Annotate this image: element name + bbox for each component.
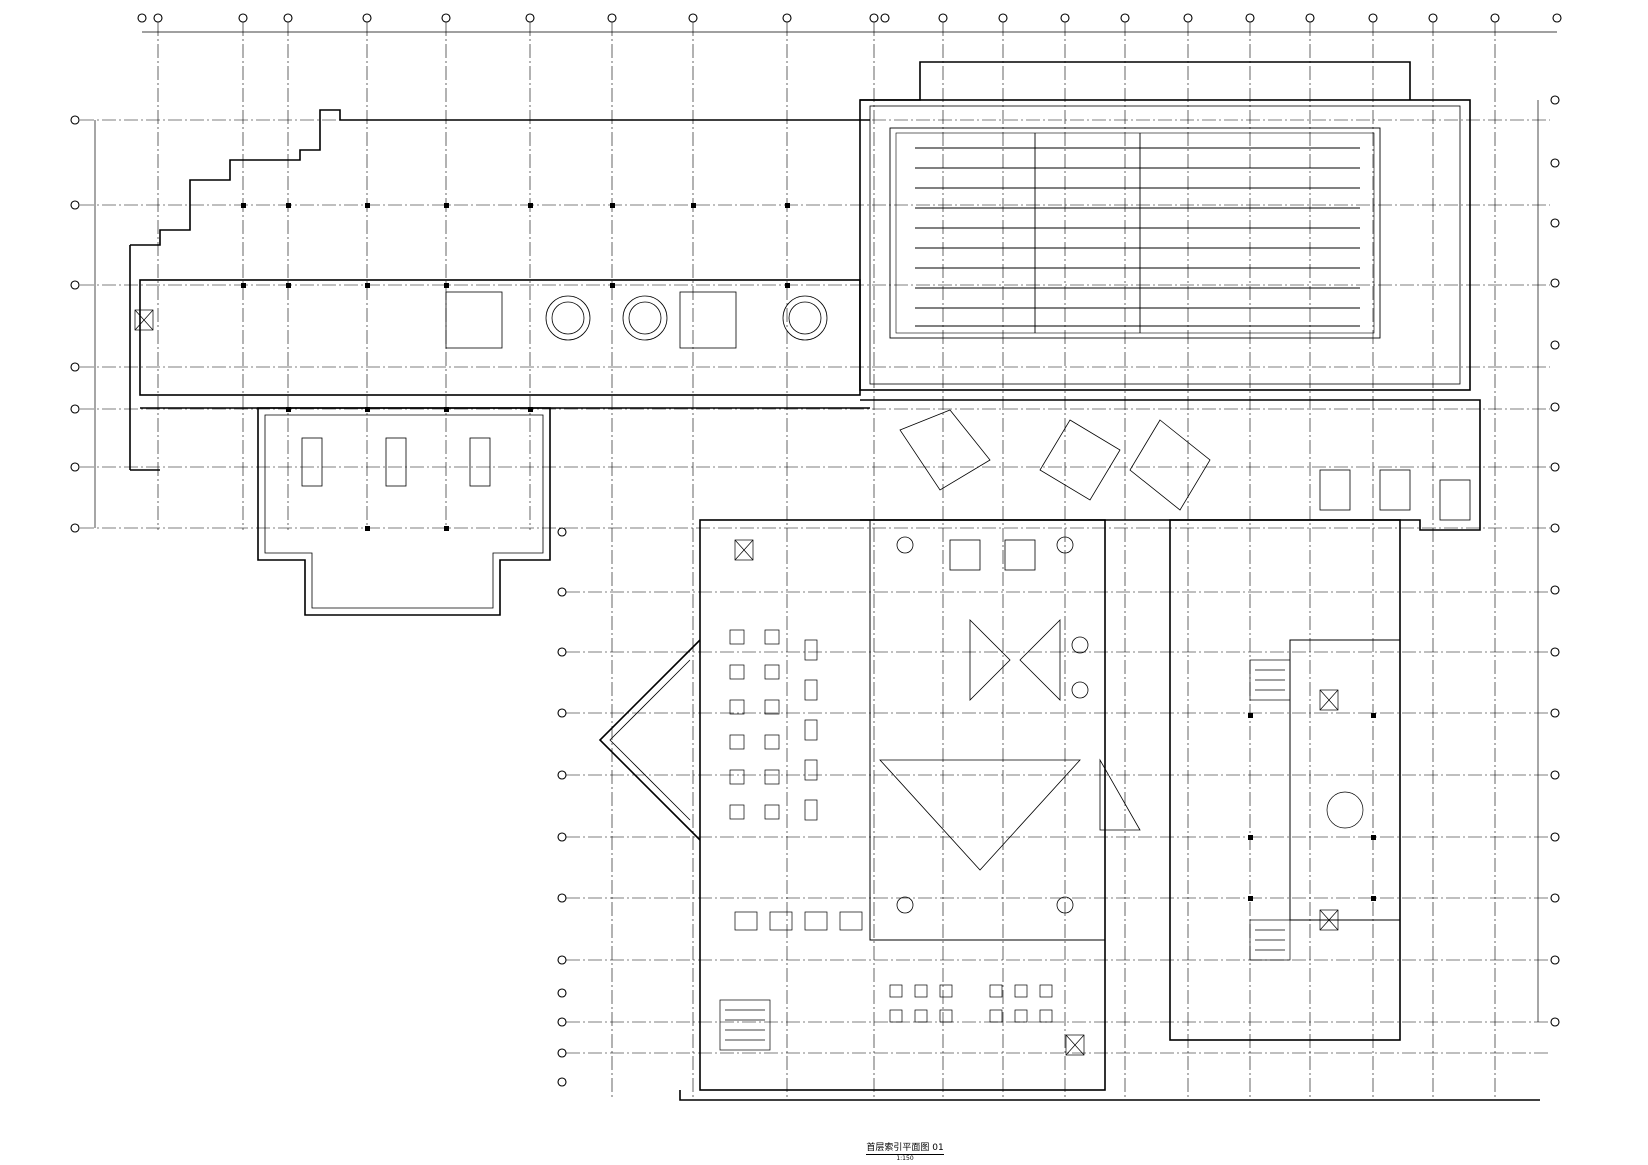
- stairs-elevators: [134, 309, 1364, 1056]
- grid-lines: [80, 22, 1550, 1100]
- cafe-tables: [889, 984, 1053, 1023]
- grid-axis-right: [1550, 95, 1560, 1027]
- building-walls: [129, 61, 1540, 1101]
- grid-axis-lower-left: [557, 527, 567, 1087]
- meeting-room-tables: [301, 291, 828, 487]
- structural-columns: [241, 203, 1376, 901]
- grid-axis-top: [137, 13, 1562, 23]
- spa-rooms: [899, 409, 1471, 521]
- drawing-number: 01: [932, 1143, 944, 1153]
- drawing-title-block: 首层索引平面图 01 1:150: [835, 1135, 975, 1162]
- drawing-title: 首层索引平面图 01: [866, 1140, 944, 1155]
- restaurant-tables: [729, 629, 863, 931]
- grid-axis-left: [70, 115, 80, 533]
- drawing-title-text: 首层索引平面图: [866, 1143, 930, 1153]
- drawing-scale: 1:150: [896, 1155, 914, 1162]
- swimming-pool: [889, 127, 1381, 339]
- lobby-lounge: [879, 536, 1141, 914]
